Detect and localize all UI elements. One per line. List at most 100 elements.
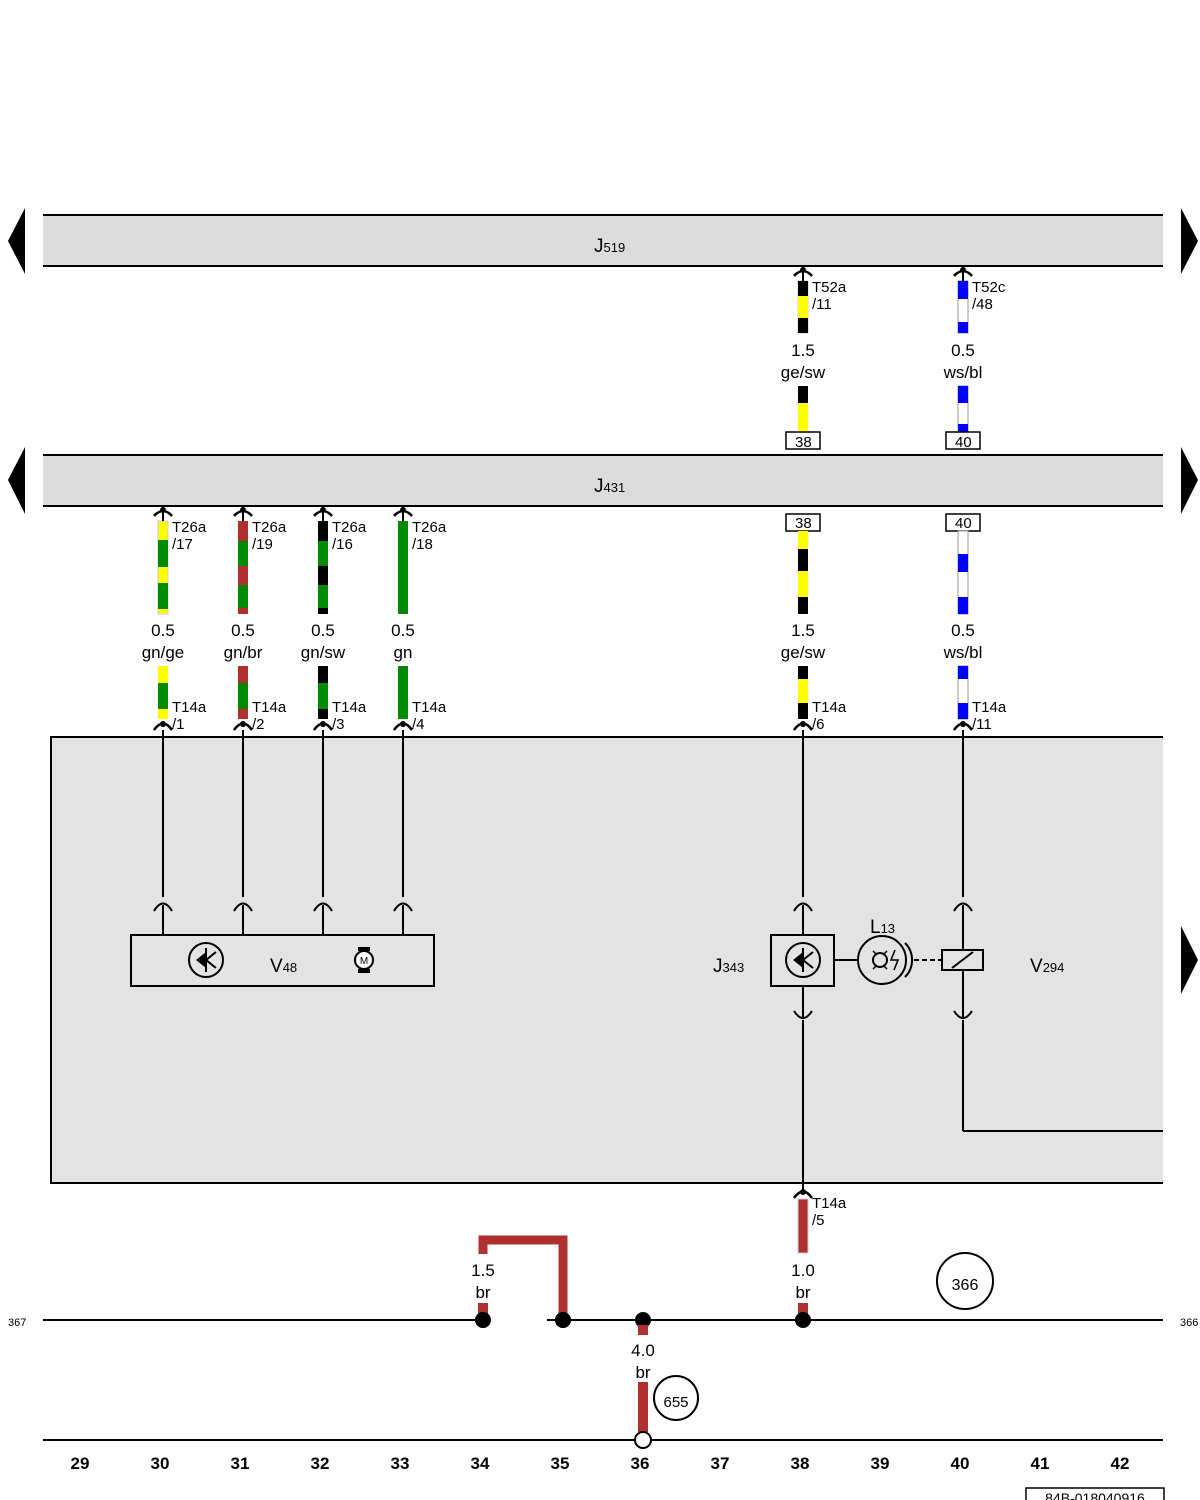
wire-color-label: ge/sw (781, 643, 826, 662)
wire-ws-bl-middle: 40 0.5 ws/bl T14a /11 (943, 513, 1007, 733)
connector-label: T26a (252, 519, 287, 536)
module-j519-label: J519 (594, 236, 625, 257)
pin-number-label: /11 (972, 716, 992, 733)
wire-ge-sw-top: 38 T52a /11 1.5 ge/sw (781, 266, 847, 451)
grid-number: 29 (71, 1454, 90, 1473)
wire-gauge-label: 1.5 (791, 621, 815, 640)
wire-color-label: gn (394, 643, 413, 662)
wire-ge-sw-middle: 38 1.5 ge/sw T14a /6 (781, 513, 847, 733)
electronic-symbol-icon (188, 942, 224, 978)
connector-label: T26a (332, 519, 367, 536)
grid-number: 42 (1111, 1454, 1130, 1473)
pin-number-label: /5 (812, 1212, 825, 1229)
pin-number-label: /6 (812, 716, 825, 733)
pin-number-label: /2 (252, 716, 265, 733)
wire-gn-br: T26a /19 0.5 gn/br T14a /2 (224, 507, 287, 733)
grid-number: 39 (871, 1454, 890, 1473)
connector-label: T26a (172, 519, 207, 536)
wire-color-label: gn/ge (142, 643, 185, 662)
wire-color-label: ws/bl (943, 363, 983, 382)
internal-wiring (153, 730, 1163, 1190)
grid-numbers: 29 30 31 32 33 34 35 36 37 38 39 40 41 4… (71, 1454, 1130, 1473)
wire-gn: T26a /18 0.5 gn T14a /4 (391, 507, 447, 733)
pin-number-label: /3 (332, 716, 345, 733)
pin-label: T14a (412, 699, 447, 716)
grid-number: 33 (391, 1454, 410, 1473)
nav-arrow-right-top[interactable] (1181, 208, 1198, 274)
grid-number: 40 (951, 1454, 970, 1473)
connector-pin-label: /17 (172, 536, 193, 553)
wire-gauge-label: 0.5 (231, 621, 255, 640)
component-j343: J343 (713, 934, 857, 987)
ground-point-label: 655 (663, 1394, 688, 1411)
gas-discharge-lamp-icon (872, 949, 900, 971)
left-reference-label[interactable]: 367 (8, 1317, 26, 1329)
grid-number: 41 (1031, 1454, 1050, 1473)
diagram-code-label: 84B-018040916 (1045, 1490, 1145, 1500)
l13-label: L13 (870, 917, 895, 938)
nav-arrow-right-middle[interactable] (1181, 447, 1198, 514)
right-reference-label[interactable]: 366 (1180, 1317, 1198, 1329)
wire-color-label: br (795, 1283, 810, 1302)
wire-gauge-label: 1.5 (471, 1261, 495, 1280)
pin-label: T14a (812, 699, 847, 716)
wire-color-label: ws/bl (943, 643, 983, 662)
component-l13: L13 (857, 917, 942, 985)
wire-color-label: br (635, 1363, 650, 1382)
connector-pin-label: /48 (972, 296, 993, 313)
connector-label: T52a (812, 279, 847, 296)
terminal-label: 40 (955, 515, 972, 532)
wire-color-label: ge/sw (781, 363, 826, 382)
wire-gauge-label: 0.5 (951, 621, 975, 640)
component-v294: V294 (941, 949, 1064, 977)
wire-gn-ge: T26a /17 0.5 gn/ge T14a /1 (142, 507, 207, 733)
nav-arrow-right-bottom[interactable] (1181, 926, 1198, 994)
grid-number: 31 (231, 1454, 250, 1473)
ground-point-label: 366 (952, 1277, 979, 1294)
v48-label: V48 (270, 956, 297, 977)
wire-gauge-label: 0.5 (951, 341, 975, 360)
wire-color-label: br (475, 1283, 490, 1302)
wire-gauge-label: 0.5 (391, 621, 415, 640)
component-v48: V48 M (130, 934, 435, 987)
module-j519: J519 (43, 214, 1163, 267)
terminal-label: 38 (795, 515, 812, 532)
connector-pin-label: /16 (332, 536, 353, 553)
component-panel (50, 736, 1163, 1184)
grid-number: 32 (311, 1454, 330, 1473)
pin-number-label: /1 (172, 716, 185, 733)
grid-number: 34 (471, 1454, 490, 1473)
pin-label: T14a (252, 699, 287, 716)
wire-gauge-label: 1.0 (791, 1261, 815, 1280)
wire-gauge-label: 0.5 (151, 621, 175, 640)
grid-number: 36 (631, 1454, 650, 1473)
ground-point-655[interactable]: 655 (653, 1375, 699, 1421)
motor-symbol-label: M (360, 956, 368, 967)
wire-gn-sw: T26a /16 0.5 gn/sw T14a /3 (301, 507, 367, 733)
connector-pin-label: /19 (252, 536, 273, 553)
wire-ws-bl-top: 40 T52c /48 0.5 ws/bl (943, 266, 1006, 451)
pin-label: T14a (332, 699, 367, 716)
grid-number: 37 (711, 1454, 730, 1473)
grid-number: 30 (151, 1454, 170, 1473)
wire-gauge-label: 4.0 (631, 1341, 655, 1360)
ground-section: T14a /5 1.0 br 1.5 br 4.0 br 366 (8, 1189, 1198, 1449)
wire-gauge-label: 0.5 (311, 621, 335, 640)
terminal-label: 40 (955, 434, 972, 451)
pin-label: T14a (972, 699, 1007, 716)
wire-color-label: gn/br (224, 643, 263, 662)
grid-number: 35 (551, 1454, 570, 1473)
wire-color-label: gn/sw (301, 643, 346, 662)
nav-arrow-left-middle[interactable] (8, 447, 25, 514)
module-j431: J431 (43, 454, 1163, 507)
ground-point-366[interactable]: 366 (936, 1252, 994, 1310)
connector-label: T26a (412, 519, 447, 536)
pin-label: T14a (812, 1195, 847, 1212)
electronic-symbol-icon (785, 942, 821, 978)
nav-arrow-left-top[interactable] (8, 208, 25, 274)
diagram-code: 84B-018040916 (1025, 1487, 1165, 1500)
terminal-label: 38 (795, 434, 812, 451)
connector-pin-label: /18 (412, 536, 433, 553)
motor-icon: M (354, 947, 374, 973)
